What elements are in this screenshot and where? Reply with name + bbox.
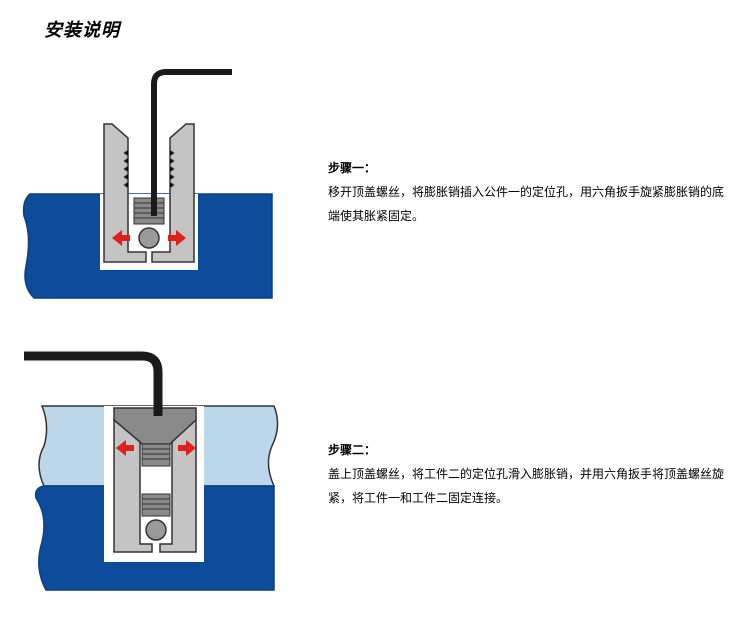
step1-instructions: 步骤一： 移开顶盖螺丝，将膨胀销插入公件一的定位孔，用六角扳手旋紧膨胀销的底端使… (328, 156, 728, 228)
step1-illustration (22, 69, 273, 299)
step1-text: 移开顶盖螺丝，将膨胀销插入公件一的定位孔，用六角扳手旋紧膨胀销的底端使其胀紧固定… (328, 185, 725, 223)
pin-left-half (103, 123, 147, 263)
step2-illustration (24, 351, 279, 591)
expansion-ball (145, 519, 167, 541)
arrow-left-icon (112, 230, 130, 246)
step2-heading: 步骤二： (328, 443, 377, 457)
hex-key-wrench-icon (24, 351, 163, 416)
arrow-left-icon (116, 440, 134, 456)
step2-text: 盖上顶盖螺丝，将工件二的定位孔滑入膨胀销，并用六角扳手将顶盖螺丝旋紧，将工件一和… (328, 467, 725, 505)
arrow-right-icon (178, 440, 196, 456)
pin-right-half (151, 123, 195, 263)
page-title: 安装说明 (44, 20, 120, 41)
hex-key-wrench-icon (151, 69, 232, 216)
expansion-ball (138, 227, 160, 249)
step1-heading: 步骤一： (328, 161, 377, 175)
arrow-right-icon (168, 230, 186, 246)
step2-instructions: 步骤二： 盖上顶盖螺丝，将工件二的定位孔滑入膨胀销，并用六角扳手将顶盖螺丝旋紧，… (328, 438, 728, 510)
